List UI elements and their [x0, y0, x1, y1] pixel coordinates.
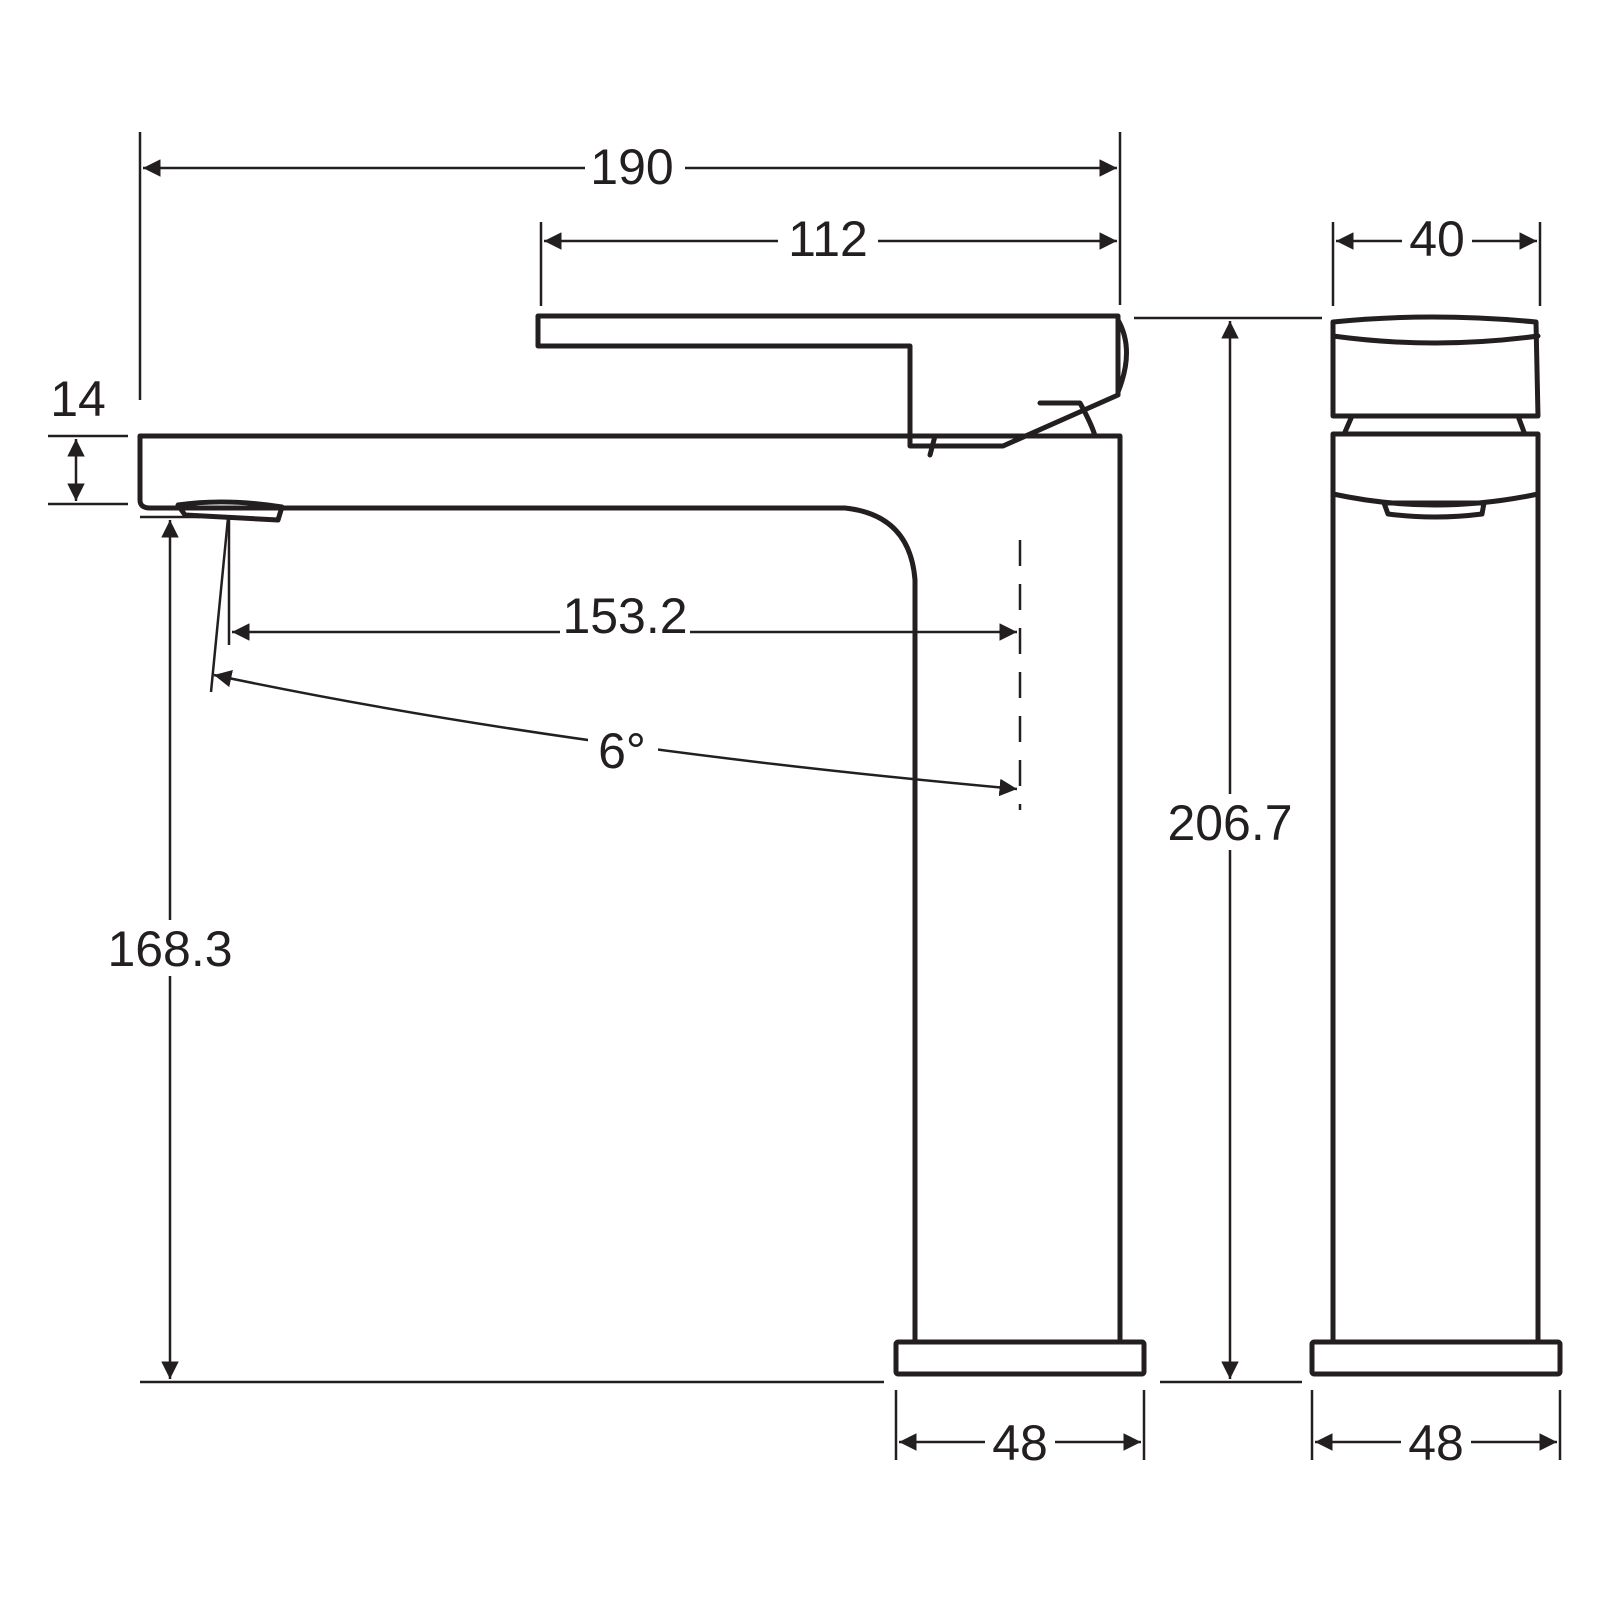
label-spout-thickness: 14 [50, 371, 106, 427]
dim-side-width: 40 [1331, 211, 1542, 306]
side-elevation [1309, 314, 1563, 1377]
label-side-width: 40 [1409, 211, 1465, 267]
dim-base-width-front: 48 [894, 1390, 1146, 1471]
dim-lever-length: 112 [539, 211, 1117, 306]
aerator [175, 499, 285, 523]
side-body [1330, 431, 1541, 1345]
label-base-width-side: 48 [1408, 1415, 1464, 1471]
lever-handle [535, 313, 1121, 449]
side-aerator [1381, 500, 1487, 520]
tap-body [137, 433, 1123, 1343]
label-spout-reach: 153.2 [562, 588, 687, 644]
label-spout-angle: 6° [598, 723, 646, 779]
label-overall-height: 206.7 [1167, 795, 1292, 851]
front-elevation [137, 313, 1147, 1377]
dim-spout-reach: 153.2 [227, 518, 1022, 810]
label-base-width-front: 48 [992, 1415, 1048, 1471]
dim-overall-height: 206.7 [1134, 316, 1322, 1384]
base-plate-side [1309, 1339, 1563, 1377]
dim-spout-thickness: 14 [48, 371, 128, 506]
dim-overall-length: 190 [138, 132, 1122, 400]
dim-spout-angle: 6° [209, 517, 1018, 797]
dim-base-width-side: 48 [1310, 1390, 1562, 1471]
lever-cap [1115, 317, 1129, 395]
side-lever [1330, 314, 1541, 419]
base-plate-front [893, 1339, 1147, 1377]
label-lever-length: 112 [788, 211, 868, 267]
dim-spout-height: 168.3 [106, 515, 884, 1384]
label-spout-height: 168.3 [107, 921, 232, 977]
label-overall-length: 190 [590, 139, 673, 195]
